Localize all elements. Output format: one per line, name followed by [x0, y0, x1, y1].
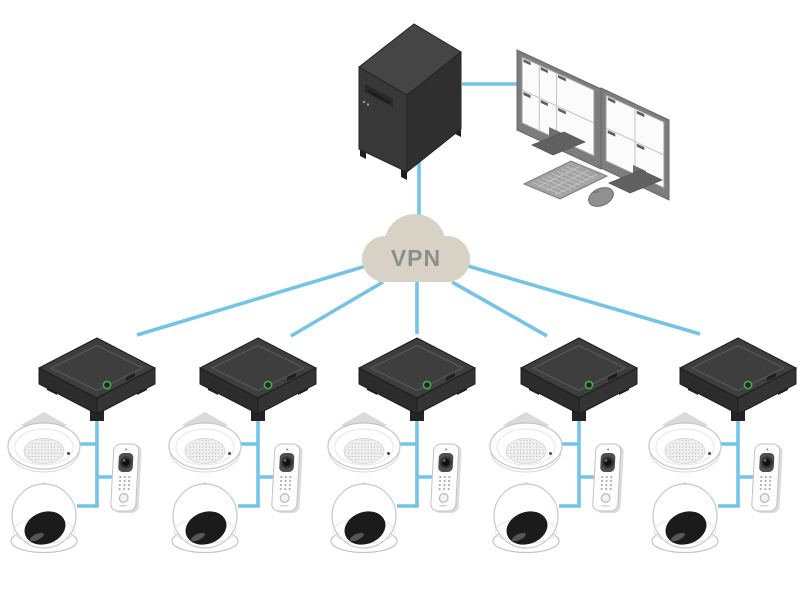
ceiling-speaker-icon — [648, 411, 722, 473]
tower-server-icon — [358, 23, 462, 180]
keyboard-icon — [524, 161, 607, 199]
door-station-icon — [591, 443, 625, 514]
ceiling-speaker-icon — [168, 411, 242, 473]
site-cabling — [75, 410, 117, 508]
network-recorder-icon — [38, 337, 156, 422]
vpn-site5-link — [467, 264, 701, 336]
monitor-stands — [531, 127, 663, 194]
site-3 — [327, 337, 476, 554]
network-recorder-icon — [199, 337, 317, 422]
door-station-icon — [109, 443, 143, 514]
door-station-icon — [750, 443, 784, 514]
network-recorder-icon — [679, 337, 797, 422]
site-4 — [489, 337, 638, 554]
vpn-cloud-label: VPN — [390, 245, 442, 271]
site-cabling — [557, 410, 599, 508]
dome-camera-icon — [330, 481, 398, 554]
network-recorder-icon — [520, 337, 638, 422]
dome-camera-icon — [651, 481, 719, 554]
vpn-site4-link — [451, 280, 548, 338]
dome-camera-icon — [171, 481, 239, 554]
mouse-icon — [588, 187, 614, 207]
ceiling-speaker-icon — [7, 411, 81, 473]
site-cabling — [395, 410, 437, 508]
ceiling-speaker-icon — [327, 411, 401, 473]
site-5 — [648, 337, 797, 554]
door-station-icon — [270, 443, 304, 514]
site-cabling — [236, 410, 278, 508]
door-station-icon — [429, 443, 463, 514]
vpn-site1-link — [136, 264, 367, 337]
network-recorder-icon — [358, 337, 476, 422]
dome-camera-icon — [10, 481, 78, 554]
dual-monitor-workstation-icon — [517, 50, 669, 210]
vpn-connection-lines — [136, 82, 701, 338]
site-2 — [168, 337, 317, 554]
vpn-site2-link — [290, 280, 384, 338]
vpn-cloud-icon — [362, 214, 470, 282]
monitor-right — [601, 88, 669, 200]
dome-camera-icon — [492, 481, 560, 554]
site-cabling — [716, 410, 758, 508]
site-1 — [7, 337, 156, 554]
ceiling-speaker-icon — [489, 411, 563, 473]
